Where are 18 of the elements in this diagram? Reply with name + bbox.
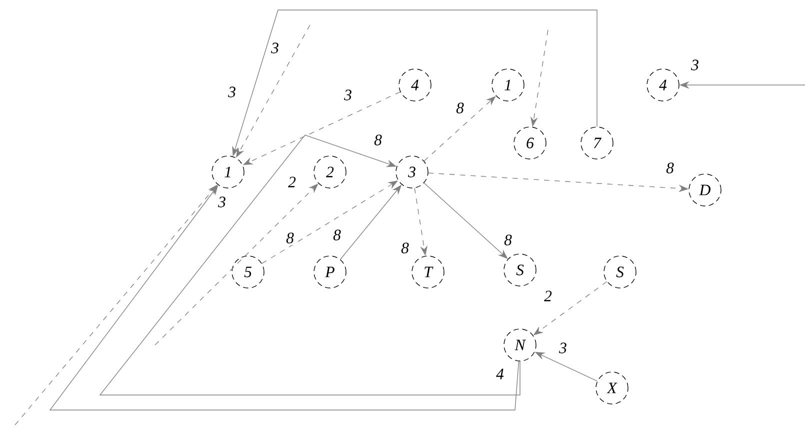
edge-label: 8 — [664, 160, 676, 176]
edge-label: 8 — [454, 100, 466, 116]
edge-label: 3 — [216, 194, 228, 210]
edge-label: 3 — [269, 40, 281, 56]
edge-label: 8 — [284, 230, 296, 246]
arrow — [14, 184, 218, 426]
edge-label: 3 — [689, 58, 701, 72]
edge-label: 3 — [557, 340, 569, 356]
edge-label: 8 — [399, 240, 411, 256]
edge-label: 8 — [331, 228, 343, 242]
edge-label: 2 — [286, 175, 298, 189]
arrow — [99, 134, 520, 396]
edge-label: 3 — [342, 88, 354, 102]
edge-label: 3 — [226, 84, 238, 100]
edge-label: 2 — [542, 289, 554, 303]
edge-label: 8 — [502, 232, 514, 248]
callout-number: 4 — [496, 368, 504, 380]
edge-label: 8 — [372, 132, 384, 148]
